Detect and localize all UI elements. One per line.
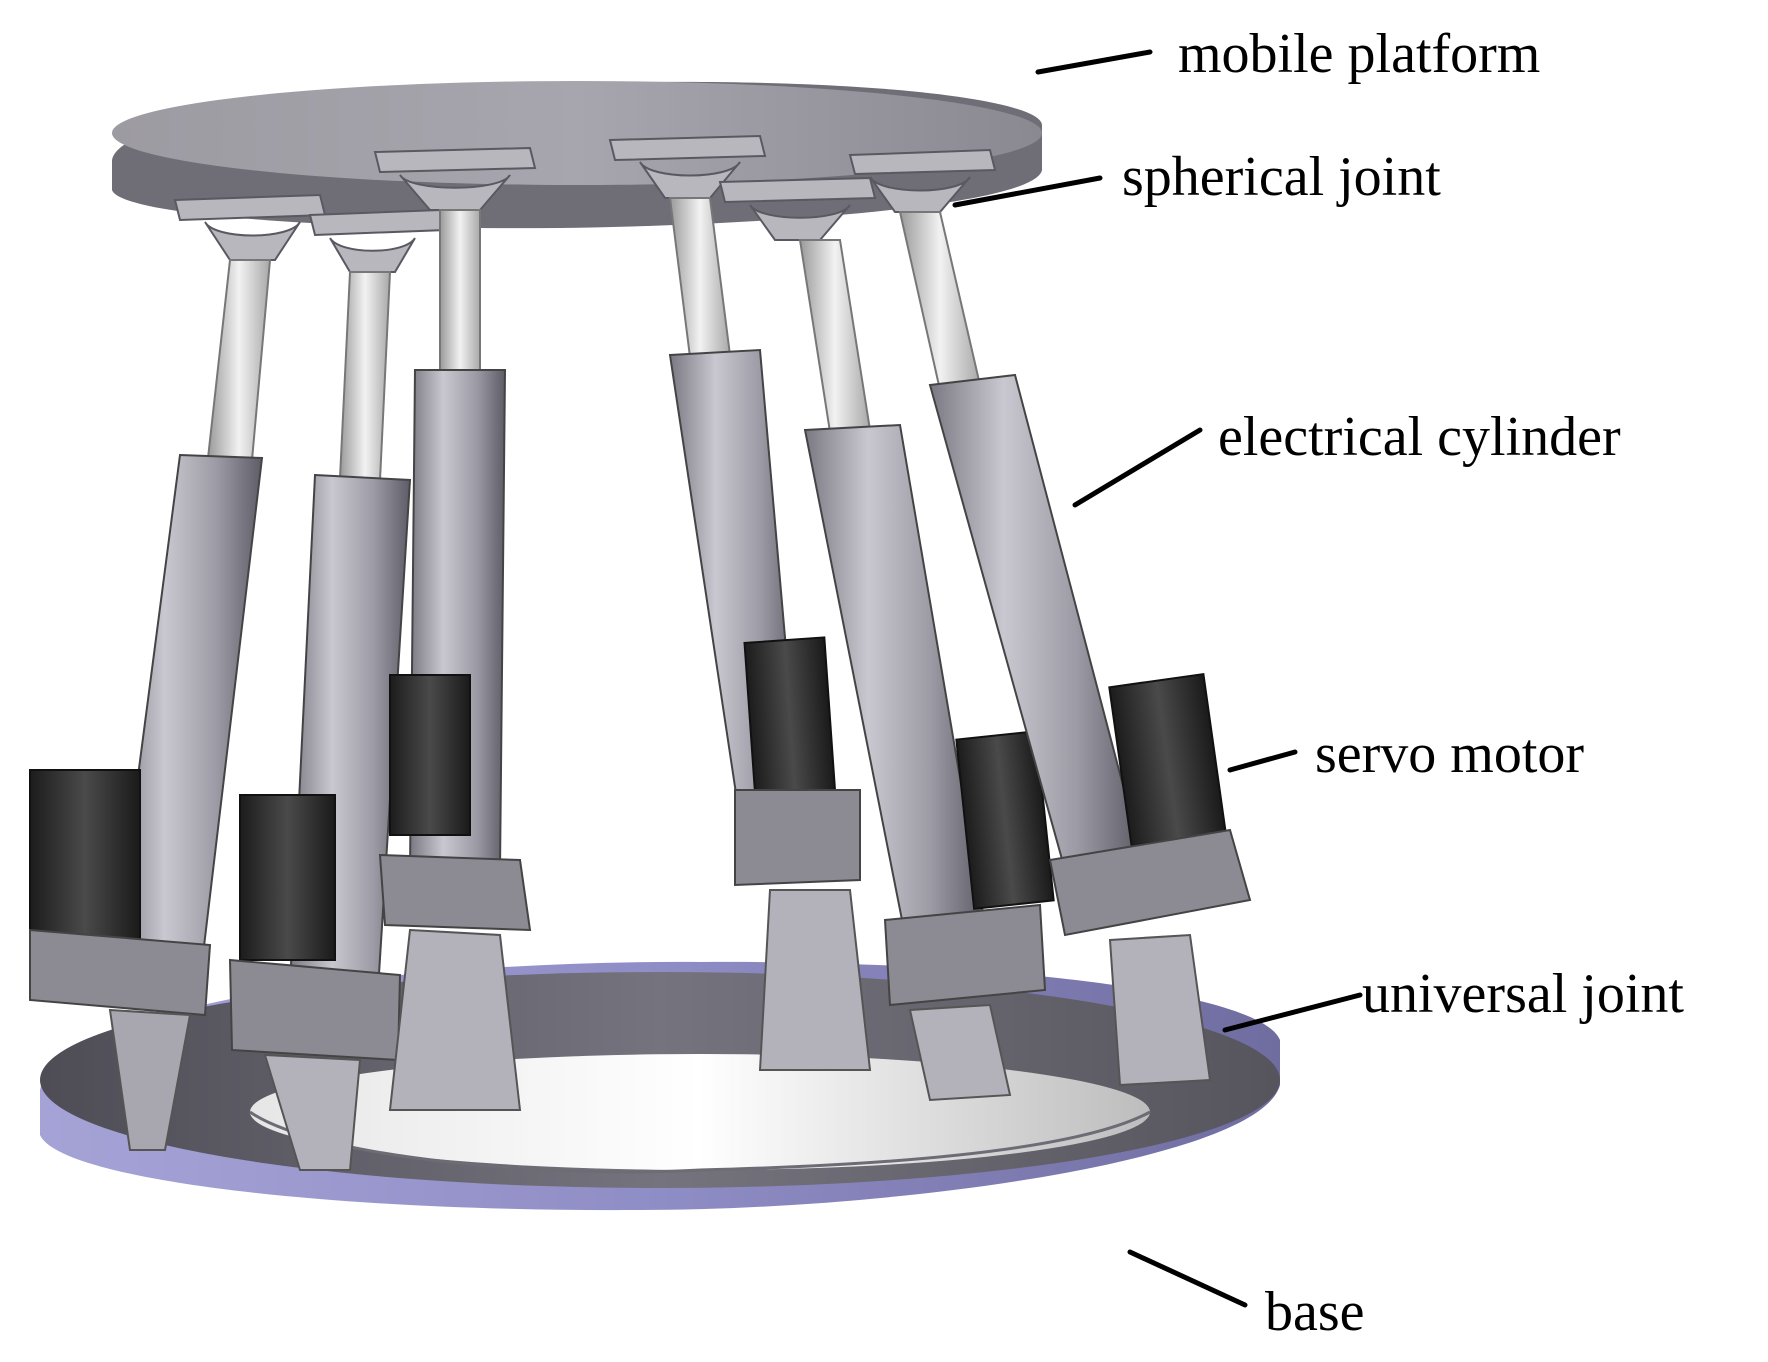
- label-base: base: [1265, 1281, 1365, 1343]
- label-spherical-joint: spherical joint: [1122, 146, 1441, 208]
- labels: mobile platform spherical joint electric…: [1122, 23, 1684, 1343]
- leader-universal-joint: [1222, 992, 1363, 1033]
- spherical-joints: [173, 134, 997, 273]
- label-electrical-cylinder: electrical cylinder: [1218, 406, 1621, 468]
- leg-5: [798, 239, 1055, 1102]
- leg-6: [898, 211, 1252, 1087]
- leg-3: [378, 209, 532, 1111]
- leader-spherical-joint: [952, 175, 1103, 208]
- leader-mobile-platform: [1035, 49, 1153, 75]
- base-ring: [40, 961, 1280, 1211]
- label-servo-motor: servo motor: [1315, 723, 1584, 785]
- label-universal-joint: universal joint: [1362, 963, 1684, 1025]
- leader-lines: [952, 49, 1363, 1308]
- leg-4: [668, 197, 872, 1071]
- leader-base: [1127, 1249, 1248, 1308]
- label-mobile-platform: mobile platform: [1178, 23, 1540, 85]
- leader-electrical-cylinder: [1072, 427, 1203, 508]
- leader-servo-motor: [1227, 749, 1298, 773]
- leg-2: [228, 271, 412, 1171]
- leg-1: [29, 259, 272, 1151]
